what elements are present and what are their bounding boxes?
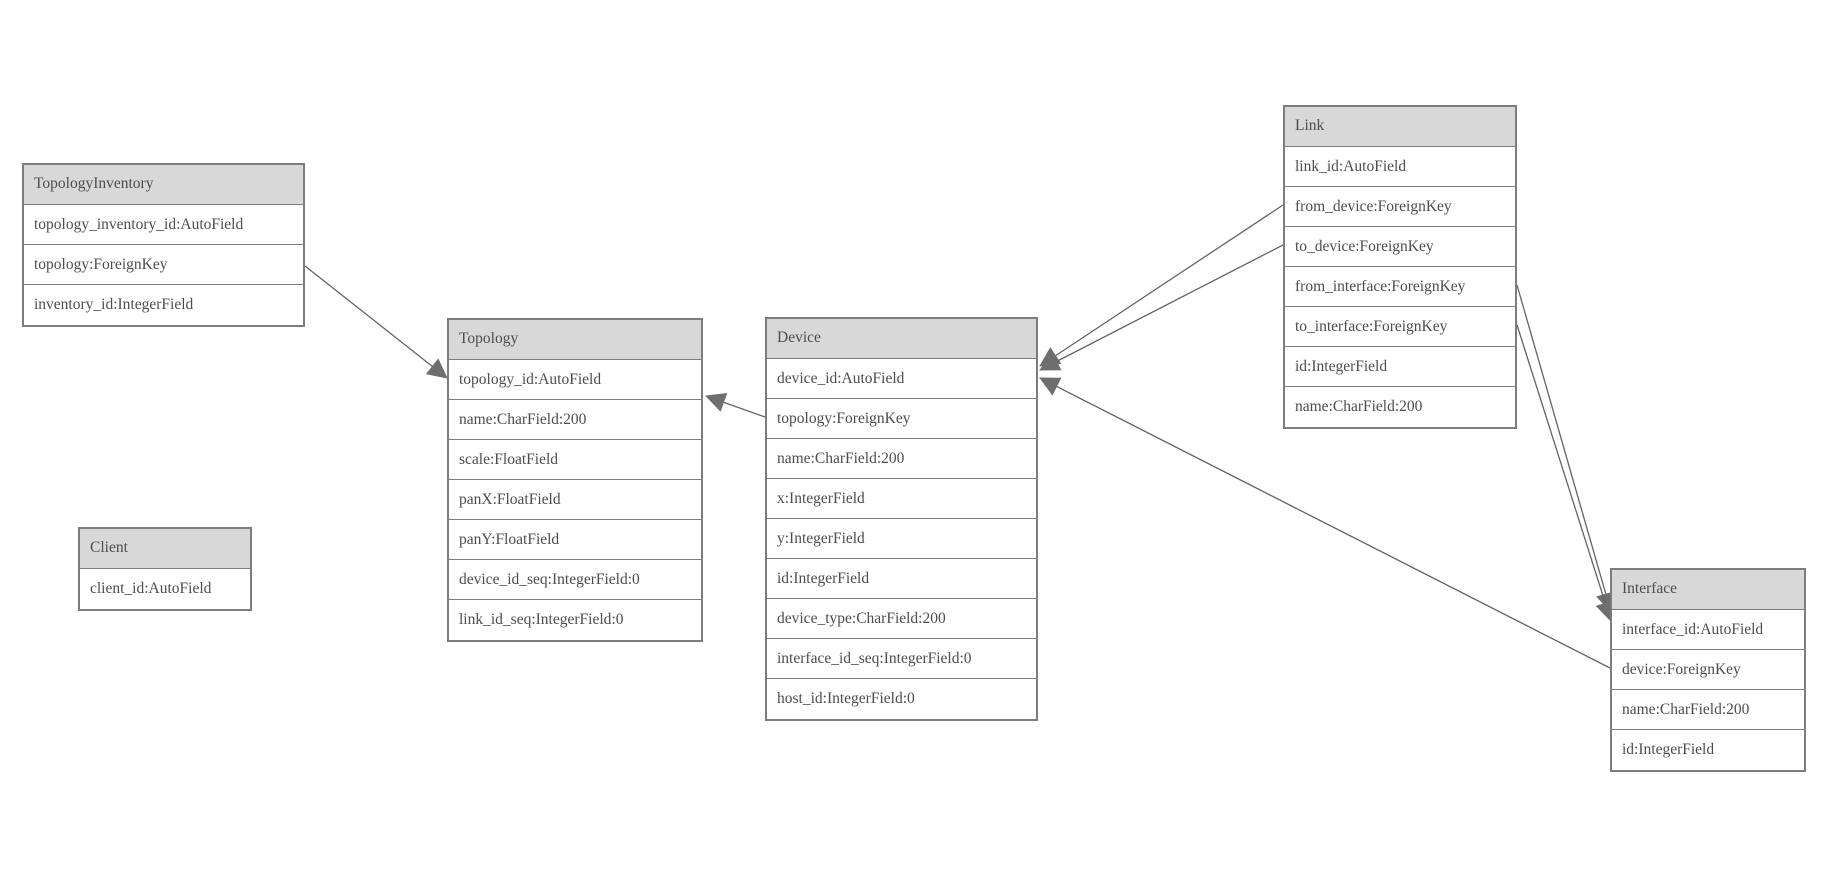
field-row: device:ForeignKey xyxy=(1612,650,1804,690)
edge-link-todevice-device xyxy=(1039,244,1284,371)
field-row: panY:FloatField xyxy=(449,520,701,560)
entity-topology: Topology topology_id:AutoField name:Char… xyxy=(447,318,703,642)
field-row: to_interface:ForeignKey xyxy=(1285,307,1515,347)
field-row: id:IntegerField xyxy=(1612,730,1804,770)
field-row: name:CharField:200 xyxy=(449,400,701,440)
field-row: link_id:AutoField xyxy=(1285,147,1515,187)
field-row: id:IntegerField xyxy=(767,559,1036,599)
field-row: device_id:AutoField xyxy=(767,359,1036,399)
entity-title: Interface xyxy=(1612,570,1804,610)
field-row: interface_id:AutoField xyxy=(1612,610,1804,650)
field-row: topology:ForeignKey xyxy=(24,245,303,285)
field-row: x:IntegerField xyxy=(767,479,1036,519)
edge-link-fromdevice-device xyxy=(1039,204,1284,367)
field-row: from_device:ForeignKey xyxy=(1285,187,1515,227)
entity-title: TopologyInventory xyxy=(24,165,303,205)
field-row: device_type:CharField:200 xyxy=(767,599,1036,639)
edge-device-topology xyxy=(705,392,766,418)
entity-title: Link xyxy=(1285,107,1515,147)
field-row: from_interface:ForeignKey xyxy=(1285,267,1515,307)
field-row: topology_inventory_id:AutoField xyxy=(24,205,303,245)
field-row: scale:FloatField xyxy=(449,440,701,480)
entity-title: Device xyxy=(767,319,1036,359)
field-row: interface_id_seq:IntegerField:0 xyxy=(767,639,1036,679)
entity-interface: Interface interface_id:AutoField device:… xyxy=(1610,568,1806,772)
field-row: to_device:ForeignKey xyxy=(1285,227,1515,267)
field-row: name:CharField:200 xyxy=(1612,690,1804,730)
entity-client: Client client_id:AutoField xyxy=(78,527,252,611)
field-row: link_id_seq:IntegerField:0 xyxy=(449,600,701,640)
entity-device: Device device_id:AutoField topology:Fore… xyxy=(765,317,1038,721)
field-row: panX:FloatField xyxy=(449,480,701,520)
entity-link: Link link_id:AutoField from_device:Forei… xyxy=(1283,105,1517,429)
field-row: id:IntegerField xyxy=(1285,347,1515,387)
edge-interface-device xyxy=(1039,377,1611,669)
entity-topology-inventory: TopologyInventory topology_inventory_id:… xyxy=(22,163,305,327)
field-row: topology:ForeignKey xyxy=(767,399,1036,439)
field-row: host_id:IntegerField:0 xyxy=(767,679,1036,719)
field-row: client_id:AutoField xyxy=(80,569,250,609)
field-row: y:IntegerField xyxy=(767,519,1036,559)
field-row: topology_id:AutoField xyxy=(449,360,701,400)
edge-link-frominterface-interface xyxy=(1516,284,1616,613)
edge-link-tointerface-interface xyxy=(1516,324,1615,622)
field-row: name:CharField:200 xyxy=(767,439,1036,479)
entity-title: Topology xyxy=(449,320,701,360)
field-row: inventory_id:IntegerField xyxy=(24,285,303,325)
entity-title: Client xyxy=(80,529,250,569)
edge-topologyinventory-topology xyxy=(304,265,448,379)
field-row: name:CharField:200 xyxy=(1285,387,1515,427)
field-row: device_id_seq:IntegerField:0 xyxy=(449,560,701,600)
